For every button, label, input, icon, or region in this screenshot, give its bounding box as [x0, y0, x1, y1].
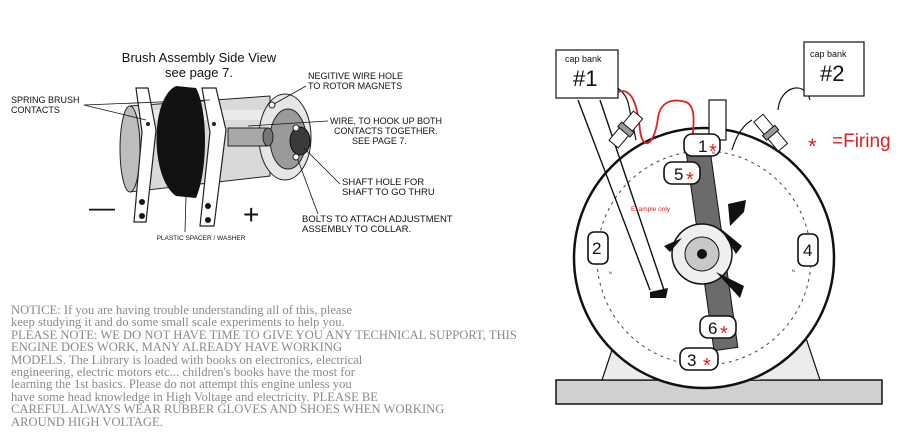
magnet-3: 3 *	[679, 347, 719, 377]
cap-bank-1: cap bank #1	[555, 49, 619, 99]
svg-text:N: N	[609, 270, 612, 275]
notice-line: PLEASE NOTE: WE DO NOT HAVE TIME TO GIVE…	[11, 327, 517, 342]
notice-paragraph: NOTICE: If you are having trouble unders…	[11, 303, 571, 429]
spring-contact-left	[133, 87, 157, 223]
spring-label-2: CONTACTS	[11, 105, 60, 115]
svg-text:6: 6	[708, 319, 717, 338]
bolts-label-1: BOLTS TO ATTACH ADJUSTMENT	[302, 214, 453, 225]
example-only-label: Example only	[631, 206, 671, 213]
neg-hole-label-1: NEGITIVE WIRE HOLE	[308, 71, 403, 81]
svg-text:cap bank: cap bank	[565, 54, 602, 64]
svg-text:*: *	[709, 141, 717, 163]
engine: 1 * 5 * 2 4 6 * 3 * N N N Ex	[555, 41, 891, 405]
spring-label-1: SPRING BRUSH	[11, 95, 80, 105]
neg-hole-label-2: TO ROTOR MAGNETS	[308, 81, 402, 91]
notice-line: have some head knowledge in High Voltage…	[11, 389, 379, 404]
svg-text:4: 4	[803, 241, 812, 260]
brush-subtitle: see page 7.	[165, 65, 233, 80]
spark-plug-right	[753, 113, 789, 152]
brush-assembly: Brush Assembly Side View see page 7.	[11, 50, 453, 242]
svg-text:#2: #2	[820, 61, 844, 86]
magnet-1: 1 *	[683, 133, 721, 163]
notice-line: keep studying it and do some small scale…	[11, 315, 345, 330]
wire-label-3: SEE PAGE 7.	[352, 136, 407, 146]
svg-text:cap bank: cap bank	[810, 49, 847, 59]
firing-legend: * =Firing	[808, 131, 891, 159]
cap-bank-2: cap bank #2	[803, 41, 865, 97]
magnet-2: 2	[587, 231, 609, 265]
bolt-hole-lower	[292, 153, 300, 161]
minus-sign: —	[89, 192, 115, 222]
red-wire	[617, 90, 695, 144]
spacer-label: PLASTIC SPACER / WASHER	[157, 235, 246, 242]
plastic-spacer	[156, 86, 205, 198]
bolts-label-2: ASSEMBLY TO COLLAR.	[302, 224, 411, 235]
svg-text:N: N	[792, 268, 795, 273]
notice-line: NOTICE: If you are having trouble unders…	[11, 303, 352, 317]
notice-line: CAREFUL ALWAYS WEAR RUBBER GLOVES AND SH…	[11, 402, 445, 417]
svg-text:2: 2	[592, 239, 601, 258]
wire-label-1: WIRE, TO HOOK UP BOTH	[330, 116, 442, 126]
svg-text:N: N	[712, 150, 715, 155]
magnet-5: 5 *	[663, 161, 701, 191]
svg-text:*: *	[686, 169, 694, 191]
notice-line: engineering, electric motors etc... chil…	[11, 365, 355, 380]
svg-text:#1: #1	[573, 66, 597, 91]
shaft-label-1: SHAFT HOLE FOR	[342, 177, 424, 188]
magnet-4: 4	[797, 233, 819, 267]
magnet-6: 6 *	[699, 315, 737, 345]
svg-text:3: 3	[687, 351, 696, 370]
brush-title: Brush Assembly Side View	[122, 50, 277, 65]
svg-text:1: 1	[698, 137, 707, 156]
spring-contact-right	[199, 87, 227, 227]
spark-plug-left	[608, 110, 644, 149]
notice-line: learning the 1st basics. Please do not a…	[11, 377, 352, 392]
notice-line: MODELS. The Library is loaded with books…	[11, 352, 363, 367]
svg-text:*: *	[808, 134, 817, 159]
svg-text:5: 5	[674, 165, 683, 184]
plus-sign: +	[243, 199, 259, 230]
svg-text:*: *	[720, 323, 728, 345]
shaft-label-2: SHAFT TO GO THRU	[342, 187, 435, 198]
bolt-hole-upper	[292, 124, 300, 132]
wire-label-2: CONTACTS TOGETHER.	[334, 126, 438, 136]
notice-line: AROUND HIGH VOLTAGE.	[11, 414, 163, 429]
negative-wire-hole	[268, 101, 276, 109]
svg-text:*: *	[703, 355, 711, 377]
svg-text:=Firing: =Firing	[832, 131, 891, 152]
notice-line: ENGINE DOES WORK, MANY ALREADY HAVE WORK…	[11, 340, 343, 355]
